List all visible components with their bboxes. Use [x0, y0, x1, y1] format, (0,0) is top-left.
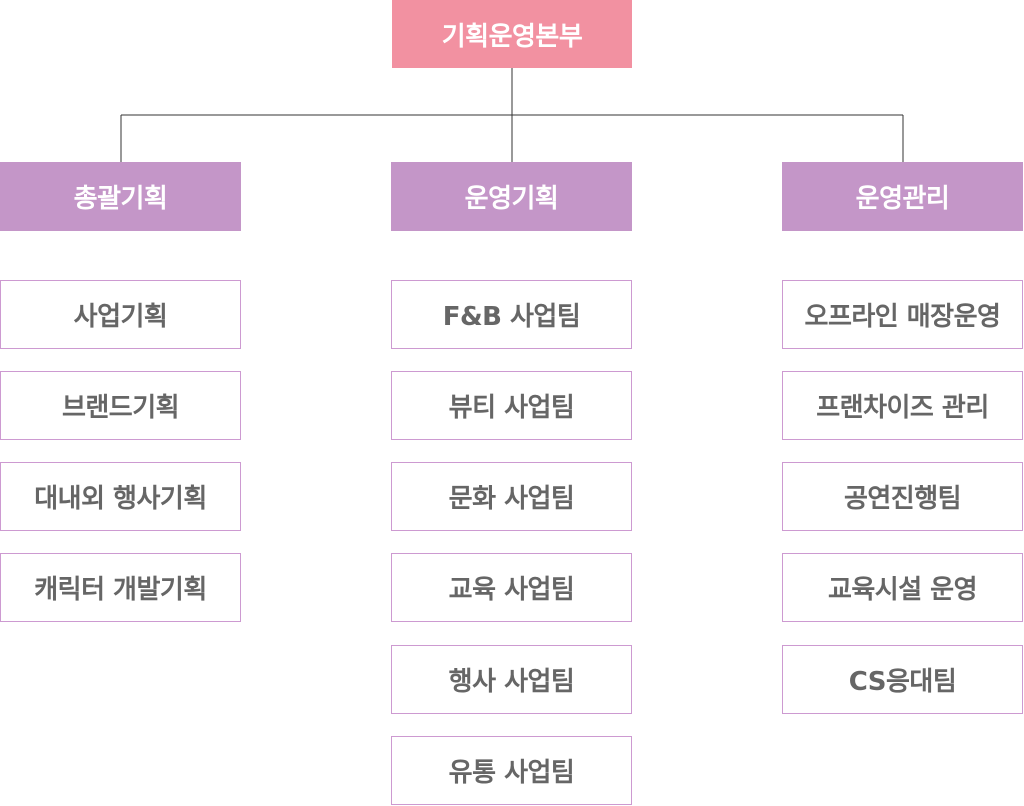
team-node: 교육 사업팀: [391, 553, 632, 622]
team-node: 문화 사업팀: [391, 462, 632, 531]
team-node: 사업기획: [0, 280, 241, 349]
department-node-operations-planning: 운영기획: [391, 162, 632, 231]
team-node: 뷰티 사업팀: [391, 371, 632, 440]
team-node: CS응대팀: [782, 645, 1023, 714]
team-node: 교육시설 운영: [782, 553, 1023, 622]
team-node: 행사 사업팀: [391, 645, 632, 714]
team-node: 프랜차이즈 관리: [782, 371, 1023, 440]
department-node-operations-management: 운영관리: [782, 162, 1023, 231]
team-node: F&B 사업팀: [391, 280, 632, 349]
root-node: 기획운영본부: [392, 0, 632, 68]
team-node: 공연진행팀: [782, 462, 1023, 531]
team-node: 브랜드기획: [0, 371, 241, 440]
team-node: 대내외 행사기획: [0, 462, 241, 531]
team-node: 유통 사업팀: [391, 736, 632, 805]
team-node: 캐릭터 개발기획: [0, 553, 241, 622]
department-node-general-planning: 총괄기획: [0, 162, 241, 231]
team-node: 오프라인 매장운영: [782, 280, 1023, 349]
